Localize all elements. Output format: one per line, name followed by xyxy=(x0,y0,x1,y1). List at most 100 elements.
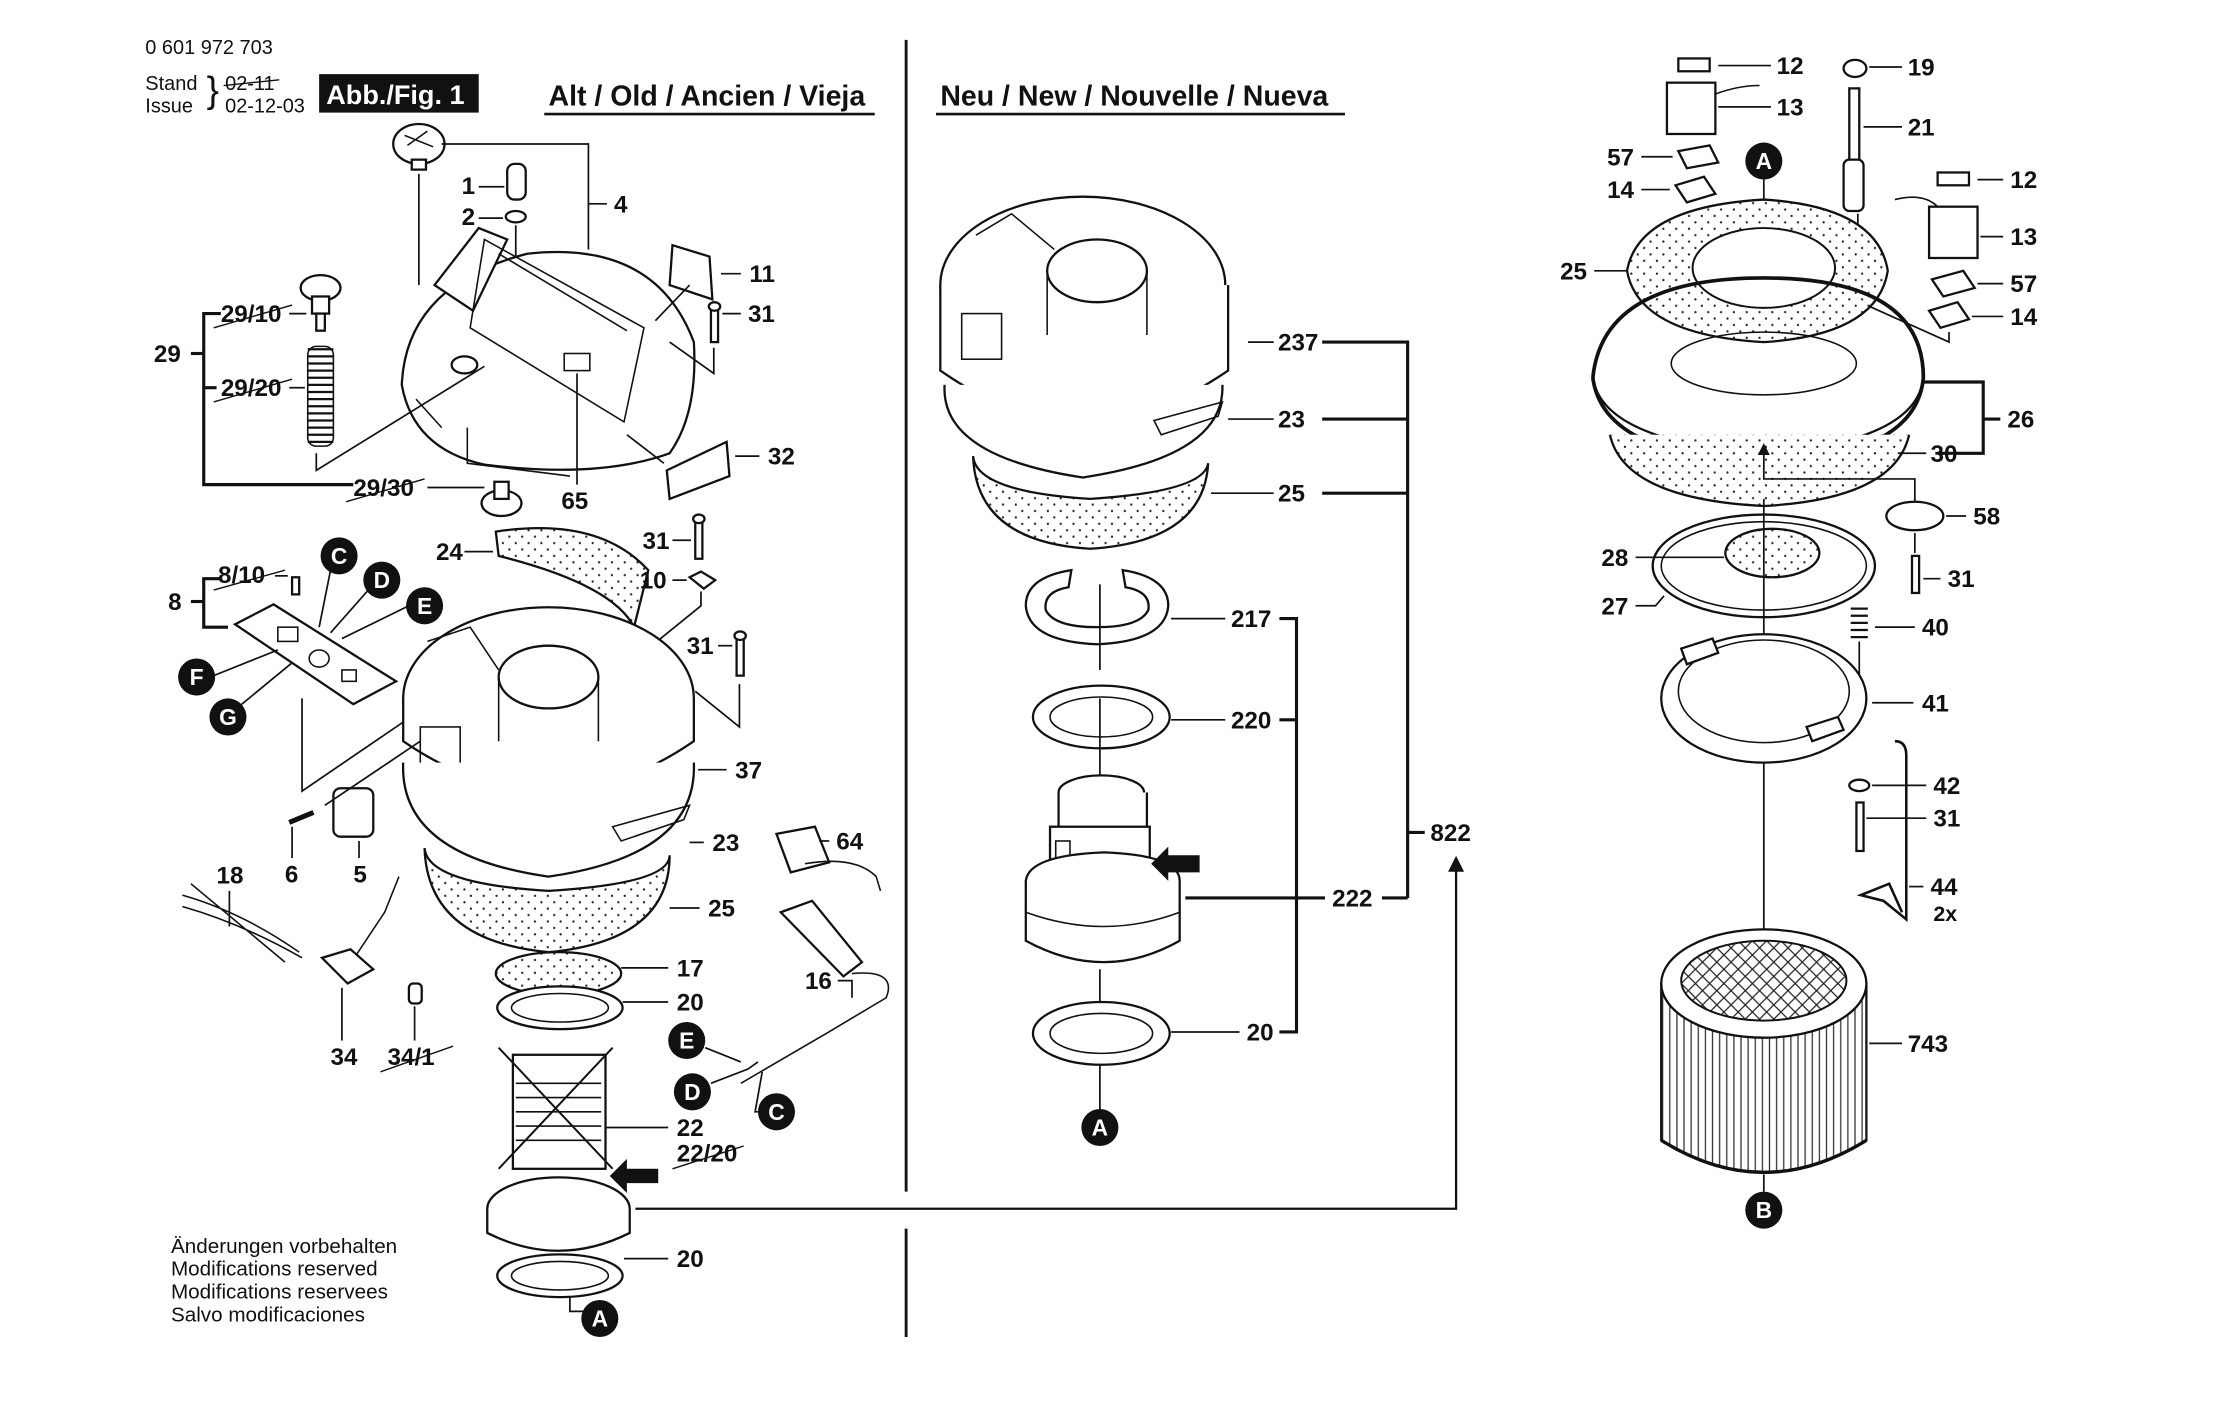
svg-text:D: D xyxy=(374,567,390,593)
label-13a: 13 xyxy=(1777,94,1804,121)
seal-ring-220 xyxy=(1031,684,1171,750)
power-cord-16 xyxy=(740,972,890,1084)
label-16: 16 xyxy=(805,968,832,995)
label-25: 25 xyxy=(708,896,735,923)
cartridge-filter-743 xyxy=(1660,928,1868,1175)
document-header: 0 601 972 703 Stand Issue } 02-11 02-12-… xyxy=(145,37,1345,118)
part-number: 0 601 972 703 xyxy=(145,37,272,59)
circuit-board-8 xyxy=(232,576,399,706)
switch-box-64 xyxy=(774,825,831,874)
label-plate-32 xyxy=(665,440,731,501)
svg-text:C: C xyxy=(768,1099,784,1125)
label-23-new: 23 xyxy=(1278,407,1305,434)
label-31c: 31 xyxy=(687,633,714,660)
badge-d: D xyxy=(363,561,401,599)
figure-label: Abb./Fig. 1 xyxy=(326,79,464,110)
new-section: 237 23 25 822 217 220 xyxy=(939,195,1471,1147)
header-new: Neu / New / Nouvelle / Nueva xyxy=(940,80,1329,112)
svg-text:F: F xyxy=(190,664,204,690)
badge-f: F xyxy=(178,658,216,696)
svg-text:D: D xyxy=(684,1079,700,1105)
pad-14a xyxy=(1673,175,1718,204)
label-29-10-struck: 29/10 xyxy=(221,301,282,328)
svg-text:A: A xyxy=(592,1305,608,1331)
label-31-right: 31 xyxy=(1948,566,1975,593)
cable-set-18 xyxy=(182,883,303,963)
label-31-right-b: 31 xyxy=(1933,806,1960,833)
label-40: 40 xyxy=(1922,615,1949,642)
issue-date: 02-12-03 xyxy=(225,96,305,118)
washer-part-2 xyxy=(504,209,527,224)
label-58: 58 xyxy=(1973,504,2000,531)
badge-d-2: D xyxy=(673,1073,711,1111)
label-29: 29 xyxy=(154,341,181,368)
label-24: 24 xyxy=(436,539,463,566)
label-41: 41 xyxy=(1922,690,1949,717)
washer-42 xyxy=(1848,778,1871,793)
old-date: 02-11 xyxy=(225,73,275,95)
motor-22-struck xyxy=(497,1046,614,1170)
svg-text:E: E xyxy=(417,593,432,619)
band-23 xyxy=(402,762,695,878)
label-44-quantity: 2x xyxy=(1933,902,1957,926)
label-20a: 20 xyxy=(677,990,704,1017)
label-25-new: 25 xyxy=(1278,481,1305,508)
label-34: 34 xyxy=(331,1044,358,1071)
label-65: 65 xyxy=(561,488,588,515)
label-22-20-struck: 22/20 xyxy=(677,1141,738,1168)
filter-disc-28 xyxy=(1724,527,1821,579)
svg-text:B: B xyxy=(1756,1197,1772,1223)
label-17: 17 xyxy=(677,955,704,982)
label-23: 23 xyxy=(712,830,739,857)
label-2: 2 xyxy=(462,204,475,231)
screw-31 xyxy=(709,306,720,344)
screw-31c xyxy=(735,637,745,677)
header-old: Alt / Old / Ancien / Vieja xyxy=(549,80,867,112)
label-30: 30 xyxy=(1931,441,1958,468)
label-8: 8 xyxy=(168,589,181,616)
replacement-arrow xyxy=(635,855,1465,1210)
label-19: 19 xyxy=(1908,55,1935,82)
label-1: 1 xyxy=(462,173,475,200)
foam-strip-24 xyxy=(494,527,650,631)
label-18: 18 xyxy=(217,863,244,890)
screw-31b xyxy=(694,520,704,560)
label-11: 11 xyxy=(749,261,775,288)
svg-text:A: A xyxy=(1092,1114,1108,1140)
knob-part xyxy=(392,122,446,171)
label-25-right: 25 xyxy=(1560,258,1587,285)
container-lid-26 xyxy=(1591,276,1926,508)
label-57a: 57 xyxy=(1607,144,1634,171)
cap-19 xyxy=(1842,58,1868,79)
filter-ring-25-new xyxy=(971,455,1210,550)
label-743: 743 xyxy=(1908,1031,1948,1058)
issue-label: Issue xyxy=(145,96,193,118)
arrow-icon-new xyxy=(1151,846,1200,881)
power-plug-16 xyxy=(778,899,864,978)
label-217: 217 xyxy=(1231,606,1271,633)
label-28: 28 xyxy=(1601,545,1628,572)
label-220: 220 xyxy=(1231,707,1271,734)
modification-notes: Änderungen vorbehalten Modifications res… xyxy=(171,1235,397,1326)
badge-c-2: C xyxy=(757,1093,795,1131)
figure-label-box xyxy=(319,74,479,113)
pad-57a xyxy=(1676,144,1720,170)
svg-text:E: E xyxy=(679,1028,694,1054)
label-29-20-struck: 29/20 xyxy=(221,375,282,402)
plug-34-1 xyxy=(407,982,423,1005)
label-64: 64 xyxy=(836,829,863,856)
note-fr: Modifications reservees xyxy=(171,1281,388,1304)
terminal-12b xyxy=(1936,171,1971,187)
badge-c: C xyxy=(320,537,358,575)
label-822: 822 xyxy=(1430,820,1470,847)
label-plate-11 xyxy=(668,243,714,301)
label-42: 42 xyxy=(1933,773,1960,800)
label-20-new: 20 xyxy=(1247,1020,1274,1047)
clip-ring-217 xyxy=(1024,568,1170,646)
note-de: Änderungen vorbehalten xyxy=(171,1235,397,1258)
stand-label: Stand xyxy=(145,73,197,95)
right-section: 12 13 57 14 19 21 A 12 13 57 1 xyxy=(1560,53,2038,1229)
label-29-30-struck: 29/30 xyxy=(353,475,414,502)
old-date-strike xyxy=(223,79,280,87)
